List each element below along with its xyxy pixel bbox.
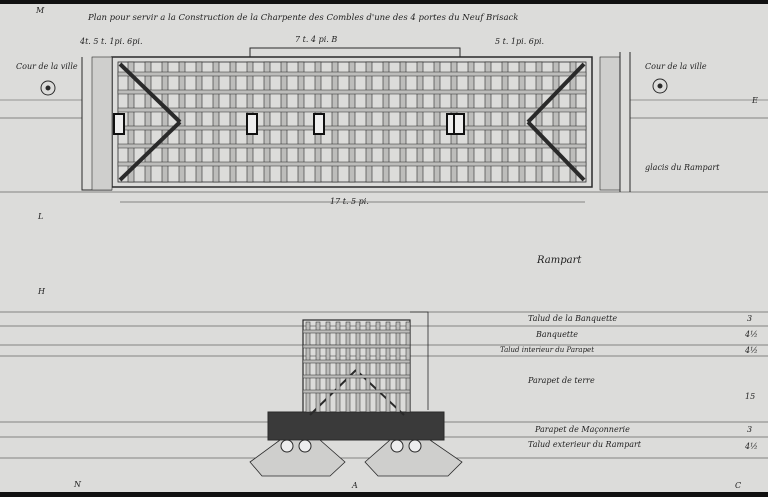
dimension-bottom: 17 t. 5 pi. [330, 197, 369, 206]
dimension-center: 7 t. 4 pi. B [295, 35, 338, 44]
timber-member [433, 61, 441, 183]
section-label-talud-exterieur: Talud exterieur du Rampart [528, 440, 641, 449]
timber-member [280, 439, 294, 453]
timber-member [117, 143, 587, 149]
timber-member [246, 113, 258, 135]
timber-member [355, 321, 361, 413]
section-label-parapet-terre: Parapet de terre [528, 376, 595, 385]
rampart-section [0, 311, 768, 477]
timber-member [144, 61, 152, 183]
timber-member [331, 61, 339, 183]
timber-member [501, 61, 509, 183]
margin-letter: N [74, 480, 81, 489]
timber-member [302, 374, 411, 379]
court-label-right: Cour de la ville [645, 62, 707, 71]
measure: 4½ [745, 330, 758, 339]
measure: 4½ [745, 442, 758, 451]
timber-member [302, 344, 411, 349]
roof-timbers [113, 61, 587, 183]
timber-member [467, 61, 475, 183]
margin-letter: C [735, 481, 742, 490]
margin-letter: L [38, 212, 44, 221]
timber-member [365, 61, 373, 183]
section-label-banquette: Banquette [536, 330, 578, 339]
timber-member [535, 61, 543, 183]
timber-member [518, 61, 526, 183]
timber-member [212, 61, 220, 183]
measure: 4½ [745, 346, 758, 355]
measure: 3 [747, 425, 753, 434]
timber-member [313, 113, 325, 135]
glacis-label: glacis du Rampart [645, 163, 720, 172]
timber-member [113, 113, 125, 135]
timber-member [526, 62, 586, 124]
timber-member [117, 89, 587, 95]
timber-member [118, 120, 182, 182]
margin-letter: H [38, 287, 45, 296]
timber-member [382, 61, 390, 183]
dimension-right: 5 t. 1pi. 6pi. [495, 37, 545, 46]
margin-letter: M [36, 6, 45, 15]
timber-member [405, 321, 411, 413]
timber-member [345, 321, 351, 413]
timber-member [229, 61, 237, 183]
timber-member [195, 61, 203, 183]
timber-member [408, 439, 422, 453]
timber-member [484, 61, 492, 183]
timber-member [302, 359, 411, 364]
timber-member [399, 61, 407, 183]
timber-member [127, 61, 135, 183]
section-timbers [280, 321, 422, 453]
timber-member [305, 321, 311, 413]
timber-member [117, 71, 587, 77]
timber-member [390, 439, 404, 453]
timber-member [117, 161, 587, 167]
section-label-talud-interieur: Talud interieur du Parapet [500, 346, 595, 354]
margin-letter: A [352, 481, 358, 490]
timber-member [302, 329, 411, 334]
dimension-left: 4t. 5 t. 1pi. 6pi. [80, 37, 143, 46]
drawing-title: Plan pour servir a la Construction de la… [88, 13, 519, 23]
timber-member [375, 321, 381, 413]
timber-member [118, 62, 182, 124]
timber-member [569, 61, 577, 183]
timber-member [335, 321, 341, 413]
section-label-parapet-maconnerie: Parapet de Maçonnerie [535, 425, 630, 434]
timber-member [526, 120, 586, 182]
timber-member [298, 439, 312, 453]
section-label-talud-banquette: Talud de la Banquette [528, 314, 618, 323]
timber-member [263, 61, 271, 183]
timber-member [161, 61, 169, 183]
timber-member [280, 61, 288, 183]
timber-member [395, 321, 401, 413]
timber-member [348, 61, 356, 183]
court-label-left: Cour de la ville [16, 62, 78, 71]
timber-member [297, 61, 305, 183]
timber-member [385, 321, 391, 413]
timber-member [365, 321, 371, 413]
measure: 15 [745, 392, 756, 401]
timber-member [302, 389, 411, 394]
timber-member [416, 61, 424, 183]
timber-member [552, 61, 560, 183]
margin-letter: E [752, 96, 758, 105]
timber-member [117, 107, 587, 113]
timber-member [325, 321, 331, 413]
timber-member [315, 321, 321, 413]
timber-member [453, 113, 465, 135]
measure: 3 [747, 314, 753, 323]
timber-member [117, 125, 587, 131]
rampart-label: Rampart [537, 255, 582, 266]
